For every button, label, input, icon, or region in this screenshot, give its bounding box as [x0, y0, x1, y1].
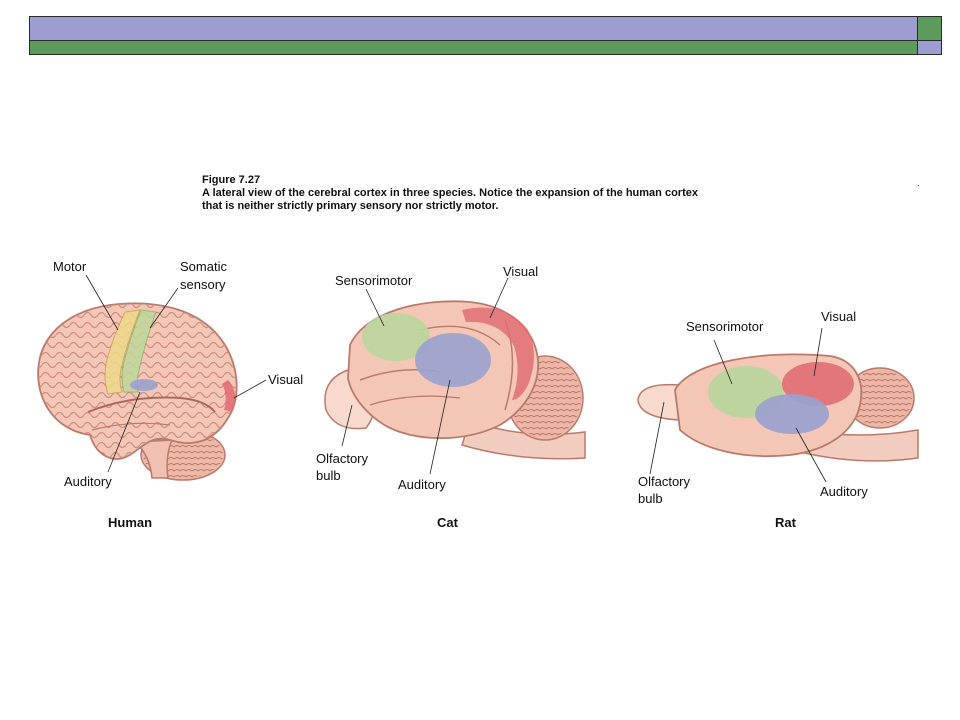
cat-label-visual: Visual — [503, 264, 539, 279]
header-square-green — [917, 16, 942, 41]
cat-sensorimotor-area — [362, 313, 430, 361]
rat-label-sensorimotor: Sensorimotor — [686, 319, 764, 334]
cat-auditory-area — [415, 333, 491, 387]
rat-label-olfactory: Olfactory — [638, 474, 691, 489]
cat-label-sensorimotor: Sensorimotor — [335, 273, 413, 288]
header-square-purple — [917, 40, 942, 55]
cat-label-auditory: Auditory — [398, 477, 446, 492]
human-auditory-area — [130, 379, 158, 391]
human-somatic-sensory-area — [121, 309, 157, 393]
human-brain — [37, 274, 267, 481]
stray-dot — [918, 185, 919, 186]
species-label-human: Human — [108, 515, 153, 530]
rat-label-visual: Visual — [821, 309, 857, 324]
figure-caption: Figure 7.27 A lateral view of the cerebr… — [202, 174, 762, 213]
human-label-motor: Motor — [53, 259, 87, 274]
human-visual-area — [222, 380, 236, 412]
caption-line-2: that is neither strictly primary sensory… — [202, 200, 499, 212]
human-label-somatic: Somatic — [180, 259, 227, 274]
human-label-sensory: sensory — [180, 277, 226, 292]
rat-auditory-area — [755, 394, 829, 434]
species-label-cat: Cat — [437, 515, 458, 530]
figure-number: Figure 7.27 — [202, 174, 261, 186]
rat-brain — [637, 327, 919, 483]
cat-brain — [324, 277, 586, 475]
rat-label-auditory: Auditory — [820, 484, 868, 499]
cat-brainstem — [461, 419, 586, 460]
cat-label-bulb: bulb — [316, 468, 341, 483]
caption-line-1: A lateral view of the cerebral cortex in… — [202, 187, 698, 199]
human-label-visual: Visual — [268, 372, 304, 387]
rat-olfactory-bulb — [637, 383, 681, 421]
cat-label-olfactory: Olfactory — [316, 451, 369, 466]
rat-label-bulb: bulb — [638, 491, 663, 506]
species-label-rat: Rat — [775, 515, 796, 530]
human-motor-area — [104, 309, 141, 395]
cat-visual-area — [462, 307, 534, 400]
human-label-auditory: Auditory — [64, 474, 112, 489]
human-brainstem — [133, 439, 174, 479]
